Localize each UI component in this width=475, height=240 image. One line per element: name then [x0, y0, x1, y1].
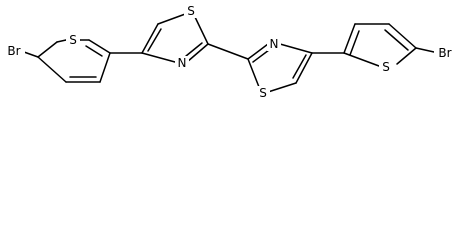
- bond: [185, 42, 203, 57]
- bond: [267, 82, 297, 93]
- bond: [415, 47, 435, 53]
- right-thiazole-ring: [247, 43, 313, 93]
- bond: [194, 16, 209, 45]
- bond: [85, 45, 103, 57]
- nitrogen-atom-label: N: [270, 37, 279, 51]
- left-thiophene-ring: [23, 39, 111, 83]
- bond: [23, 51, 39, 58]
- bond: [37, 41, 58, 58]
- bond: [343, 23, 356, 54]
- atom-labels: Br S S N N S S Br: [3, 4, 456, 100]
- bond: [247, 43, 269, 60]
- left-thiazole-ring: [141, 12, 209, 63]
- right-thiophene-ring: [343, 23, 435, 67]
- bond: [207, 43, 249, 60]
- bromine-atom-label: Br: [7, 44, 20, 58]
- molecule-structure-diagram: Br S S N N S S Br: [3, 4, 456, 100]
- bond: [279, 43, 313, 54]
- bond: [388, 23, 417, 49]
- bond: [292, 54, 307, 79]
- bond: [343, 52, 380, 67]
- sulfur-atom-label: S: [259, 86, 267, 100]
- bond: [99, 52, 111, 83]
- bond: [37, 56, 67, 83]
- sulfur-atom-label: S: [382, 60, 390, 74]
- bond: [396, 47, 417, 65]
- bond: [88, 39, 111, 54]
- bond: [349, 30, 360, 56]
- bond: [384, 29, 409, 51]
- bond: [186, 43, 209, 63]
- bond: [56, 39, 67, 43]
- bond: [157, 12, 189, 25]
- bromine-atom-label: Br: [438, 46, 451, 60]
- bond: [247, 58, 260, 88]
- bond: [141, 23, 159, 54]
- sulfur-atom-label: S: [187, 4, 195, 18]
- bond: [295, 52, 313, 84]
- bond: [252, 49, 270, 63]
- bond: [141, 52, 176, 63]
- sulfur-atom-label: S: [69, 33, 77, 47]
- bond: [147, 28, 162, 52]
- nitrogen-atom-label: N: [178, 56, 187, 70]
